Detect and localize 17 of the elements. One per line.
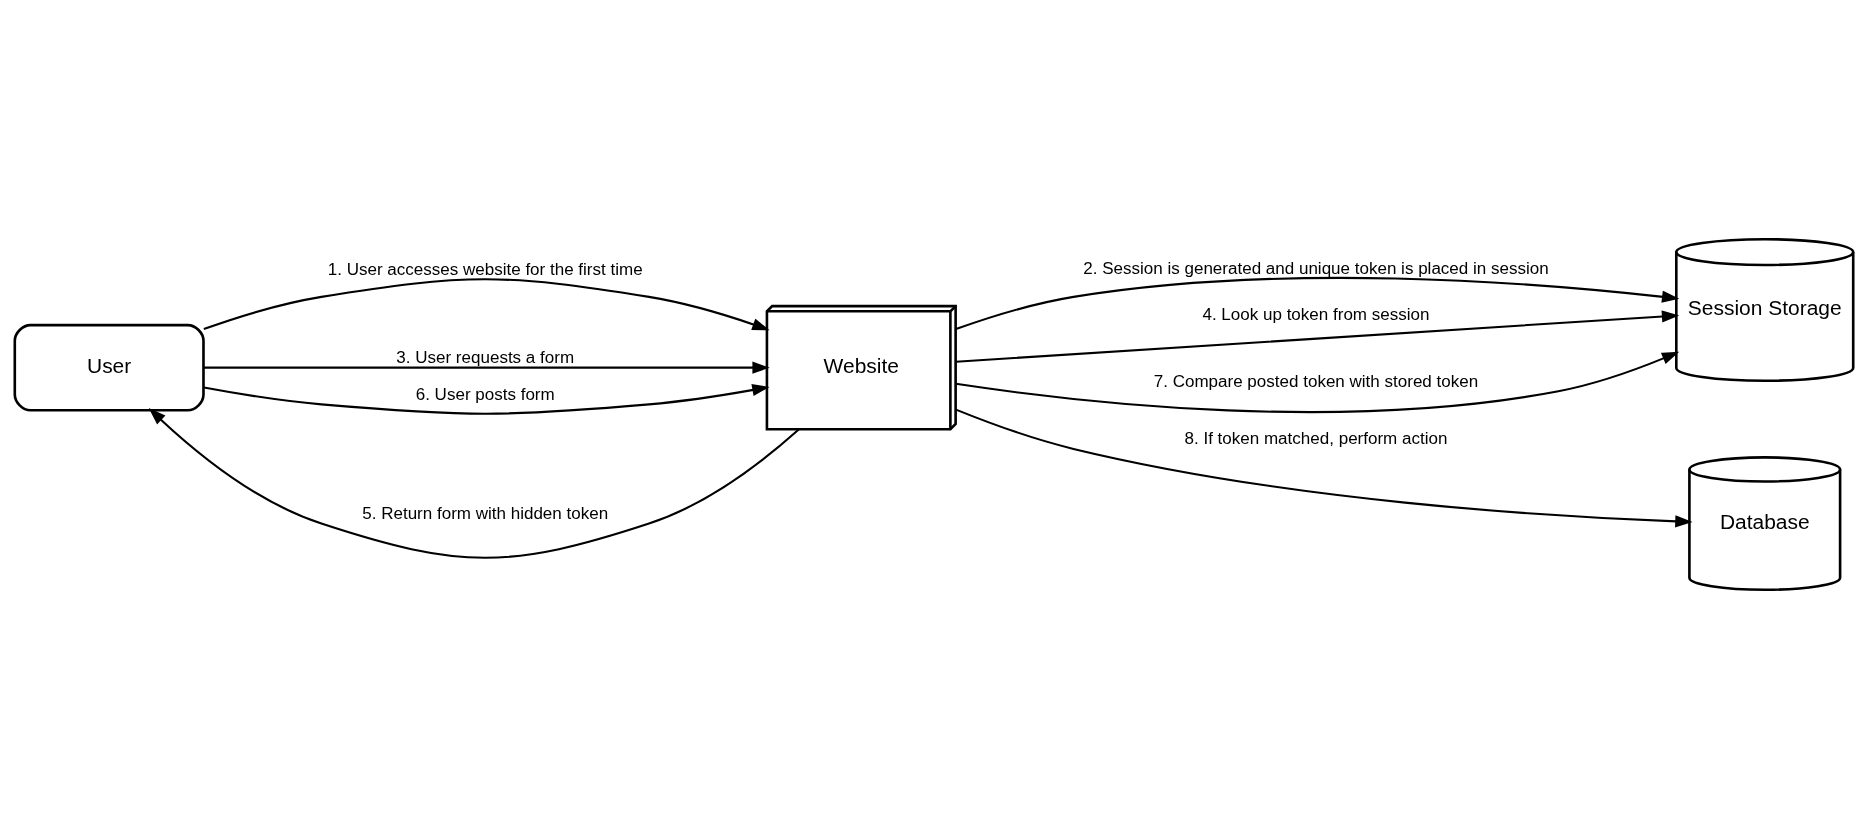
node-box: User xyxy=(13,323,205,412)
arrow xyxy=(203,384,770,415)
edge-label: 4. Look up token from session xyxy=(1202,304,1430,324)
edge-label: 6. User posts form xyxy=(415,384,555,404)
edge-label: 1. User accesses website for the first time xyxy=(327,260,643,280)
arrow xyxy=(955,276,1680,331)
edge-label: 5. Return form with hidden token xyxy=(362,503,609,523)
edge-label: 2. Session is generated and unique token is placed in session xyxy=(1083,258,1549,278)
arrow xyxy=(955,351,1680,413)
edge-label: 3. User requests a form xyxy=(396,347,575,367)
arrow xyxy=(203,361,770,374)
arrow xyxy=(203,278,770,331)
edge-label: 8. If token matched, perform action xyxy=(1184,429,1448,449)
arrow xyxy=(955,408,1693,528)
edge-label: 7. Compare posted token with stored token xyxy=(1153,371,1479,391)
arrow xyxy=(955,310,1680,363)
arrow xyxy=(148,408,800,559)
